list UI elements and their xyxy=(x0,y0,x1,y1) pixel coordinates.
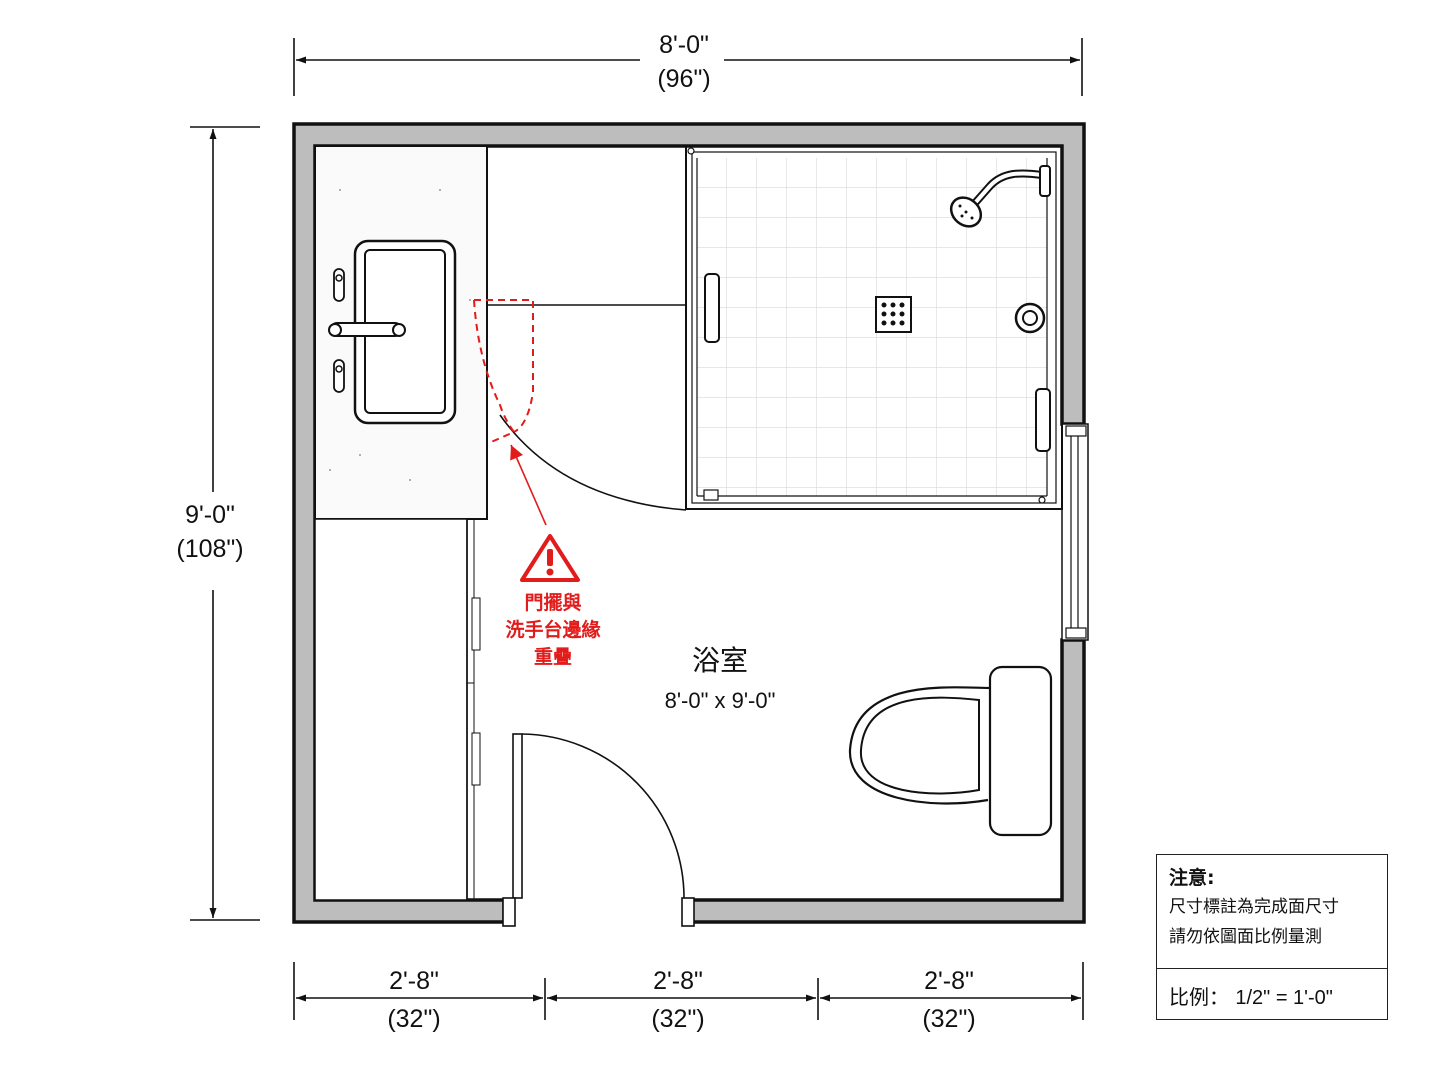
drain-icon xyxy=(875,296,912,333)
dim-bottom-2-inches: (32") xyxy=(651,1005,705,1033)
door-swing xyxy=(473,299,687,526)
dim-bottom-1: 2'-8" (32") xyxy=(364,964,464,1036)
dim-bottom-3: 2'-8" (32") xyxy=(899,964,999,1036)
warning-icon xyxy=(520,534,580,582)
warning-text: 門擺與 洗手台邊緣 重疊 xyxy=(478,590,628,671)
dim-left-inches: (108") xyxy=(176,535,244,563)
dimension-lines xyxy=(190,38,1084,1020)
shower-head-icon xyxy=(949,165,1051,228)
dim-bottom-1-inches: (32") xyxy=(387,1005,441,1033)
warning-line-3: 重疊 xyxy=(533,646,572,668)
shower-valve-icon xyxy=(1014,302,1046,334)
dim-left: 9'-0" (108") xyxy=(155,498,265,566)
faucet-icon xyxy=(328,268,406,393)
scale-label: 比例： xyxy=(1169,985,1229,1009)
notes-line-2: 請勿依圖面比例量測 xyxy=(1169,927,1322,947)
room-name: 浴室 xyxy=(691,644,748,677)
notes-section: 注意: 尺寸標註為完成面尺寸 請勿依圖面比例量測 xyxy=(1157,855,1387,969)
dim-bottom-3-feet: 2'-8" xyxy=(924,967,974,995)
warning-line-1: 門擺與 xyxy=(524,592,582,614)
dim-bottom-2-feet: 2'-8" xyxy=(653,967,703,995)
scale-row: 比例： 1/2" = 1'-0" xyxy=(1157,969,1387,1012)
scale-value: 1/2" = 1'-0" xyxy=(1235,987,1333,1009)
notes-box: 注意: 尺寸標註為完成面尺寸 請勿依圖面比例量測 比例： 1/2" = 1'-0… xyxy=(1156,854,1388,1020)
dim-bottom-3-inches: (32") xyxy=(922,1005,976,1033)
notes-line-1: 尺寸標註為完成面尺寸 xyxy=(1169,897,1339,917)
dim-top-feet: 8'-0" xyxy=(659,31,709,59)
dim-top: 8'-0" (96") xyxy=(634,28,734,96)
dim-left-feet: 9'-0" xyxy=(185,501,235,529)
window xyxy=(1061,423,1089,641)
notes-title: 注意: xyxy=(1169,867,1215,889)
warning-line-2: 洗手台邊緣 xyxy=(505,619,601,641)
dim-top-inches: (96") xyxy=(657,65,711,93)
room-size: 8'-0" x 9'-0" xyxy=(664,688,776,713)
dim-bottom-1-feet: 2'-8" xyxy=(389,967,439,995)
shower xyxy=(488,145,1063,510)
dim-bottom-2: 2'-8" (32") xyxy=(628,964,728,1036)
door xyxy=(502,733,695,927)
toilet xyxy=(848,665,1053,837)
